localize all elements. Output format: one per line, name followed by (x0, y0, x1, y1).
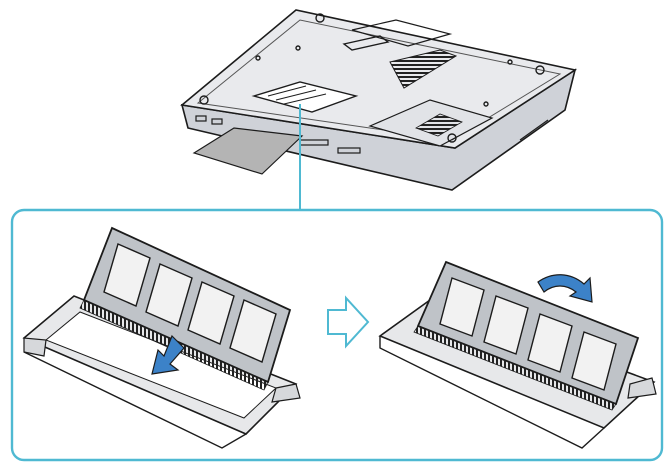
top-compartment (351, 19, 453, 47)
screws (199, 13, 545, 143)
laptop-inner-outline (196, 19, 562, 141)
step-transition-arrow (327, 295, 370, 349)
memory-compartment-slots (267, 85, 327, 105)
step-2-press (378, 260, 657, 449)
module-2-pins (413, 325, 617, 411)
small-slot (342, 35, 390, 51)
right-vent-grille (415, 113, 463, 137)
slot-base-bottom-edge-right (379, 336, 605, 449)
step-1-insert (22, 226, 301, 449)
side-ports (195, 115, 549, 154)
slot-base-bottom-edge (23, 351, 247, 449)
compartment-cover (192, 127, 304, 175)
laptop-bottom-view (180, 9, 578, 191)
module-1-chips (103, 243, 277, 363)
insert-direction-arrow (151, 334, 185, 375)
press-down-arrow (537, 274, 593, 303)
center-vent-grille (389, 49, 458, 89)
latch-left-back (271, 383, 301, 403)
latch-right-back (627, 377, 657, 399)
latch-left-front (23, 337, 47, 357)
memory-compartment (251, 81, 359, 113)
module-2-chips (439, 277, 617, 391)
